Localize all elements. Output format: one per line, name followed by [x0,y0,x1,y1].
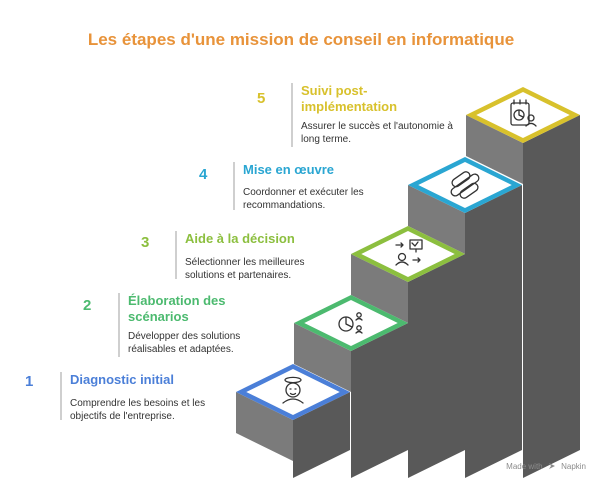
step-4-heading: Mise en œuvre [243,162,335,177]
consultant-person-icon [282,376,304,404]
step-3-divider [175,231,177,279]
step-2-number: 2 [83,297,92,314]
step-4-divider [233,162,235,210]
gear-chain-icon [450,171,480,199]
step-5-front-face [466,115,523,184]
step-4-side-face [465,185,522,478]
step-1-number: 1 [25,373,34,390]
step-3-front-face [351,254,408,323]
step-1-tile-inner [246,369,340,415]
step-4-number: 4 [199,166,208,183]
step-3-description: Sélectionner les meilleures solutions et… [185,257,305,281]
napkin-logo-icon [548,463,555,469]
step-2-side-face [351,323,408,478]
step-4-tile-inner [418,162,512,208]
step-4-description: Coordonner et exécuter les recommandatio… [243,187,364,211]
footer-brand: Napkin [561,462,586,471]
step-5-divider [291,83,293,147]
step-2-description: Développer des solutions réalisables et … [128,331,241,355]
step-1-heading: Diagnostic initial [70,372,175,387]
report-analyst-icon [510,99,537,127]
diagram-title: Les étapes d'une mission de conseil en i… [87,30,515,49]
step-5-tile-inner [476,92,570,138]
step-3-tile-inner [361,231,455,277]
step-2-divider [118,293,120,357]
step-1-description: Comprendre les besoins et les objectifs … [70,398,206,422]
pie-chart-people-icon [338,312,363,334]
step-2-tile-inner [304,300,398,346]
step-3-heading: Aide à la décision [185,231,295,246]
step-1-front-face [236,392,293,461]
step-5-heading: Suivi post-implémentation [301,83,398,114]
footer-made-with: Made with [506,462,543,471]
step-1-divider [60,372,62,420]
step-2-heading: Élaboration des scénarios [128,293,226,324]
footer-attribution: Made with Napkin [506,462,586,471]
step-5-number: 5 [257,90,266,107]
step-1-side-face [293,392,350,478]
step-5-side-face [523,115,580,478]
step-4-front-face [408,185,465,254]
step-3-number: 3 [141,234,150,251]
step-2-front-face [294,323,351,392]
step-5-description: Assurer le succès et l'autonomie à long … [301,121,453,145]
step-3-side-face [408,254,465,478]
presentation-decision-icon [395,239,423,266]
